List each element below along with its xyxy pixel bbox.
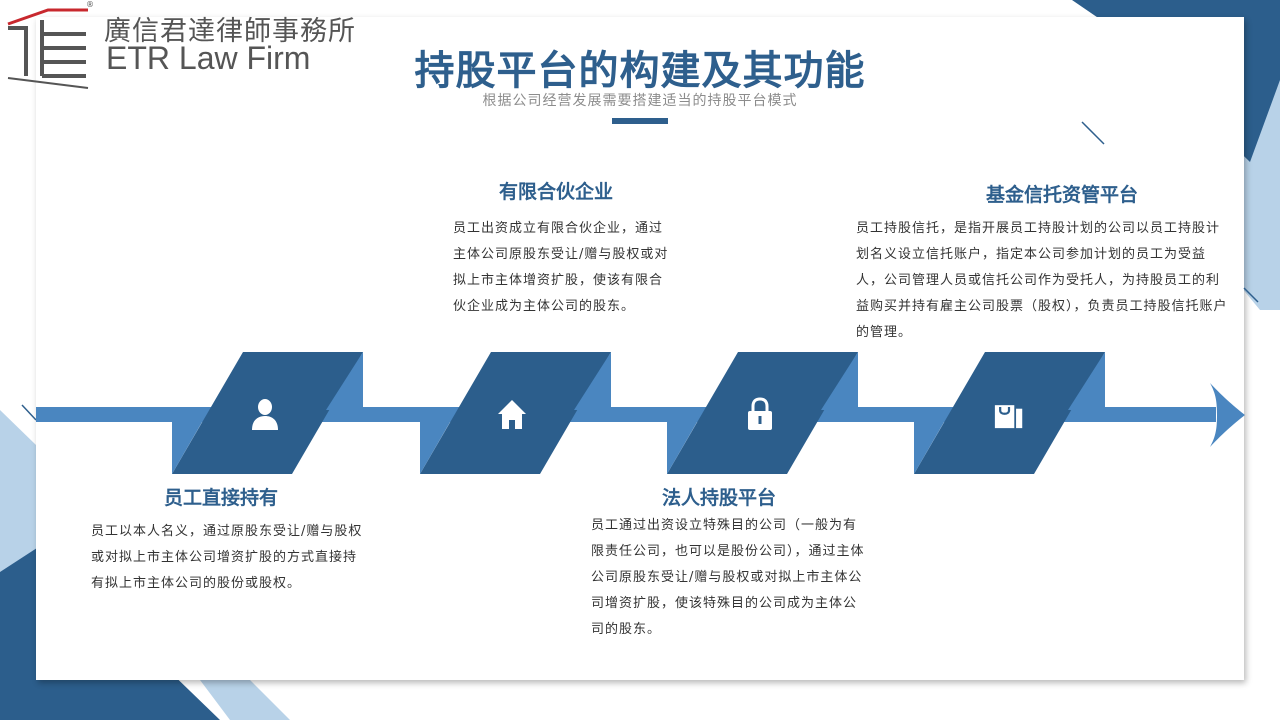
title-underline <box>612 118 668 124</box>
step-3-description: 员工通过出资设立特殊目的公司（一般为有限责任公司，也可以是股份公司），通过主体公… <box>591 518 865 637</box>
etr-logo-icon <box>7 8 89 89</box>
deco-line-top <box>1081 121 1105 145</box>
step-1-title: 员工直接持有 <box>164 487 279 509</box>
person-icon <box>252 399 278 430</box>
step-2-title: 有限合伙企业 <box>499 181 614 203</box>
flow-arrow-head <box>1210 383 1245 447</box>
home-icon <box>498 400 526 429</box>
content-card <box>36 17 1244 680</box>
page-title: 持股平台的构建及其功能 <box>414 48 866 94</box>
flow-tail-line <box>21 404 37 421</box>
shopping-bag-icon <box>994 405 1023 429</box>
step-1-description: 员工以本人名义，通过原股东受让/赠与股权或对拟上市主体公司增资扩股的方式直接持有… <box>91 524 363 591</box>
step-2-description: 员工出资成立有限合伙企业，通过主体公司原股东受让/赠与股权或对拟上市主体增资扩股… <box>453 221 669 314</box>
deco-line-right <box>1243 287 1259 303</box>
corner-shape-light-bottom <box>200 680 290 720</box>
step-4-description: 员工持股信托，是指开展员工持股计划的公司以员工持股计划名义设立信托账户，指定本公… <box>856 221 1228 340</box>
logo-registered-mark: ® <box>86 0 94 9</box>
step-4-title: 基金信托资管平台 <box>986 184 1139 206</box>
logo-english-name: ETR Law Firm <box>106 40 311 76</box>
lock-icon <box>748 397 772 430</box>
page-subtitle: 根据公司经营发展需要搭建适当的持股平台模式 <box>482 93 798 109</box>
step-3-title: 法人持股平台 <box>662 487 777 509</box>
logo-chinese-name: 廣信君達律師事務所 <box>104 16 356 47</box>
